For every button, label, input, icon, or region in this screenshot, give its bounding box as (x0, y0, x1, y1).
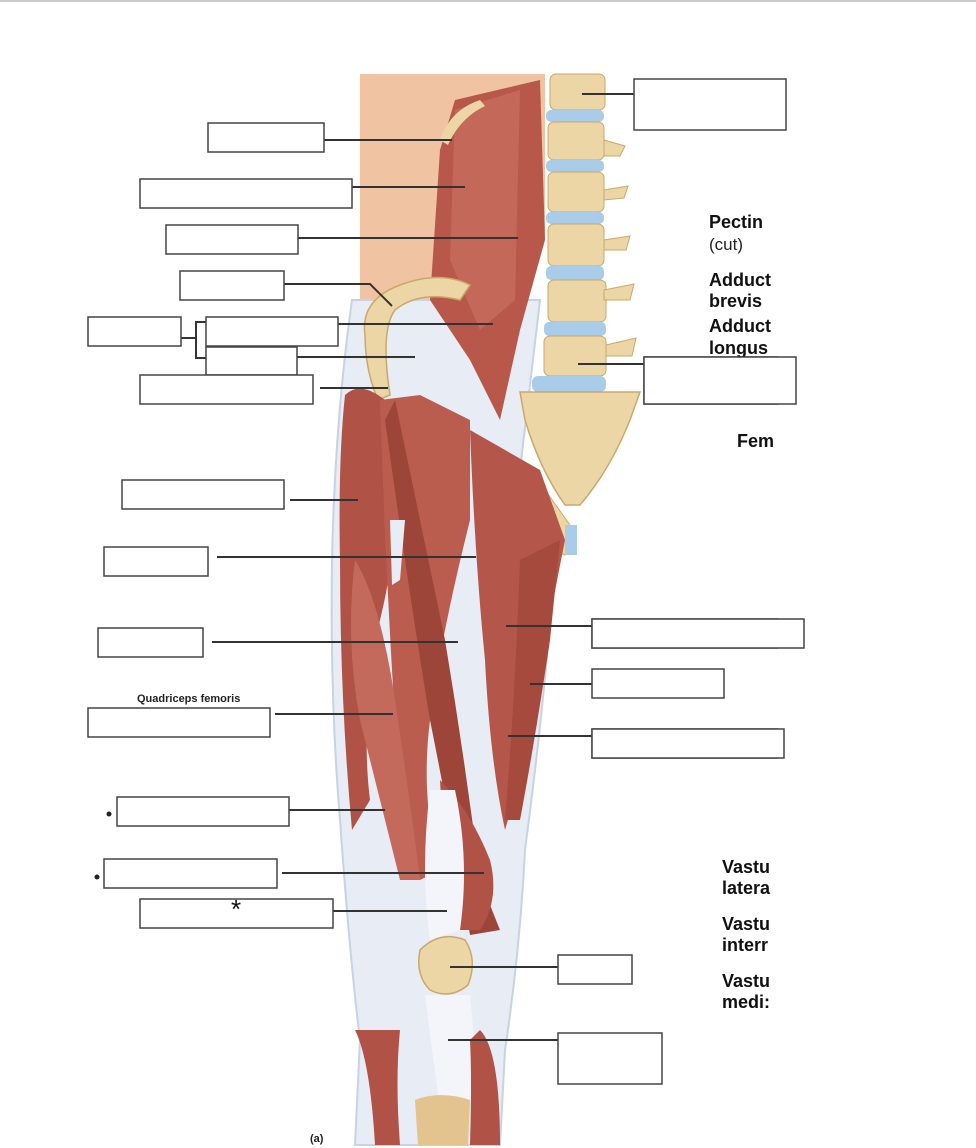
anatomy-illustration (330, 73, 642, 1146)
adductor-brevis-label-line1: Adduct (709, 270, 771, 290)
panel-letter: (a) (310, 1133, 324, 1145)
intervertebral-disc (546, 110, 604, 122)
patellar-ligament (425, 995, 480, 1110)
bracket (195, 321, 206, 359)
leader-line (284, 283, 393, 307)
vertebra (549, 73, 606, 111)
transverse-processes (603, 139, 637, 357)
vertebra (547, 223, 605, 267)
intervertebral-disc (544, 322, 606, 336)
label-box-asis[interactable] (139, 374, 314, 405)
vertebra (547, 171, 605, 213)
label-box-gracilis[interactable] (591, 668, 725, 699)
vastus-lateralis-label-line2: latera (722, 878, 771, 898)
label-box-sacrum-overlay (643, 356, 797, 405)
lower-leg-muscle (470, 1030, 500, 1145)
label-box-patella[interactable] (557, 954, 633, 985)
adductor-longus-label-line2: longus (709, 338, 768, 358)
label-box-patellar-ligament[interactable] (557, 1032, 663, 1085)
label-box-quadriceps-tendon[interactable] (139, 898, 334, 929)
label-box-vastus-medialis[interactable] (103, 858, 278, 889)
intervertebral-disc (532, 376, 606, 392)
label-box-psoas-major[interactable] (205, 316, 339, 347)
quadriceps-tendon (425, 790, 464, 940)
adductor-brevis-label-line2: brevis (709, 291, 762, 311)
sartorius-muscle (385, 400, 500, 935)
quadriceps-femoris-label: Quadriceps femoris (137, 693, 240, 705)
gracilis-muscle (505, 540, 560, 820)
bullet-dot (106, 811, 112, 817)
intervertebral-disc (546, 160, 604, 172)
intervertebral-disc (546, 212, 604, 224)
vastus-medialis-label-line1: Vastu (722, 971, 770, 991)
vastus-intermedius-label-line2: interr (722, 935, 768, 955)
label-box-rectus-femoris[interactable] (87, 707, 271, 738)
bullet-dot (94, 874, 100, 880)
cropped-labels: Pectin (cut) Adduct brevis Adduct longus… (709, 212, 774, 1012)
patella-bone (418, 935, 474, 995)
label-box-iliotibial-tract[interactable] (97, 627, 204, 658)
label-box-adductor-magnus-overlay (591, 728, 785, 759)
lumbar-spine (519, 73, 642, 506)
label-box-rib[interactable] (207, 122, 325, 153)
label-box-vertebra[interactable] (633, 78, 787, 131)
label-box-tensor-fasciae-latae[interactable] (121, 479, 285, 510)
label-box-adductor-longus-overlay (591, 618, 805, 649)
pectineus-label-line1: Pectin (709, 212, 763, 232)
crop-mask (778, 205, 976, 1025)
twelfth-rib-bone (440, 100, 485, 145)
adductor-longus-label-line1: Adduct (709, 316, 771, 336)
label-box-quadratus[interactable] (139, 178, 353, 209)
vertebra (543, 335, 607, 377)
label-box-sartorius[interactable] (103, 546, 209, 577)
vertebra (547, 279, 607, 323)
vastus-intermedius-label-line1: Vastu (722, 914, 770, 934)
pubic-symphysis (565, 525, 577, 555)
iliacus-muscle (450, 90, 520, 330)
vastus-medialis-label-line2: medi: (722, 992, 770, 1012)
vertebra (547, 121, 605, 161)
lower-leg-muscle (355, 1030, 400, 1145)
sacrum-bone (519, 391, 642, 506)
tibia-bone (415, 1095, 470, 1145)
leader-lines (181, 93, 644, 1041)
vastus-lateralis-label-line1: Vastu (722, 857, 770, 877)
label-box-iliopsoas[interactable] (87, 316, 182, 347)
asterisk-mark: * (231, 894, 241, 924)
femur-label: Fem (737, 431, 774, 451)
intervertebral-disc (546, 266, 604, 280)
label-box-iliacus[interactable] (205, 346, 298, 376)
label-box-psoas[interactable] (165, 224, 299, 255)
label-box-vastus-lateralis[interactable] (116, 796, 290, 827)
tendon-streak (390, 520, 405, 585)
pectineus-label-line2: (cut) (709, 235, 743, 254)
label-box-iliac-crest[interactable] (179, 270, 285, 301)
vastus-lateralis-muscle (351, 560, 420, 880)
